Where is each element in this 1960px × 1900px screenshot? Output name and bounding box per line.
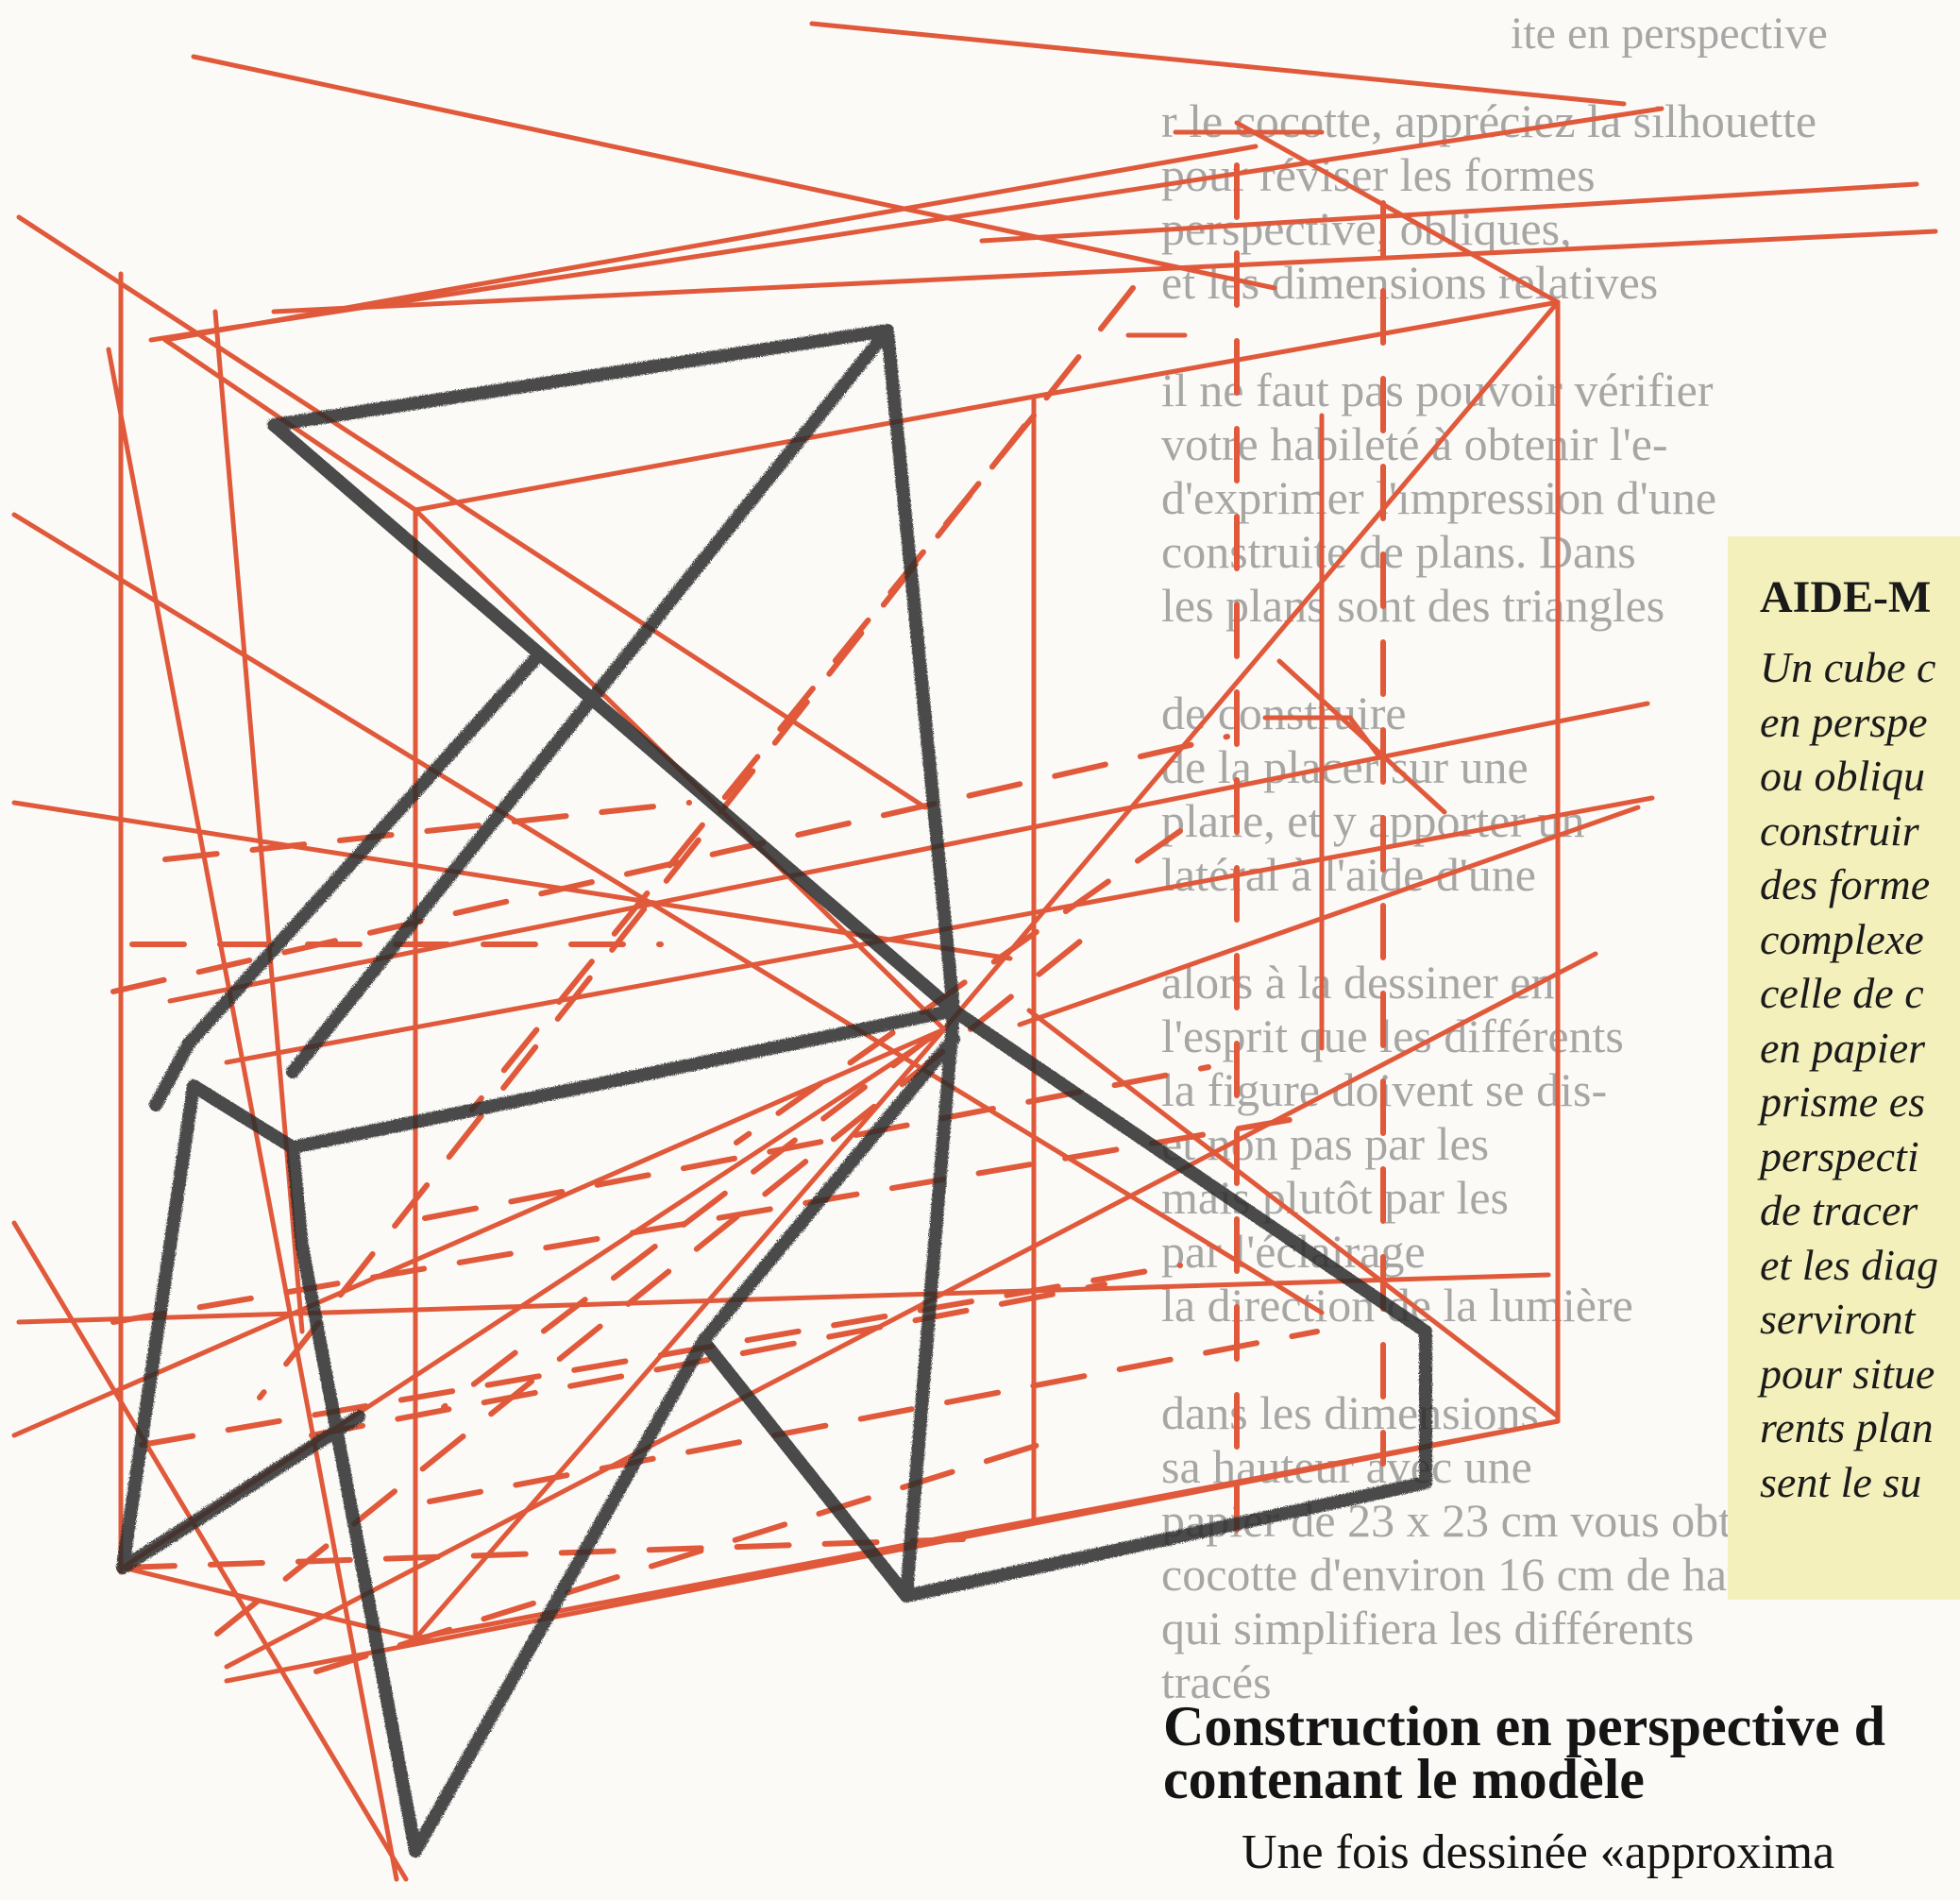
faint-body-line: tracés [1161,1655,1272,1708]
aide-memoire-line: Un cube c [1760,643,1936,691]
faint-body-line: les plans sont des triangles [1161,579,1665,632]
aide-memoire-line: et les diag [1760,1240,1939,1289]
model-edge [286,324,894,1078]
construction-line-dashed [214,923,1103,1637]
aide-memoire-line: pour situe [1760,1349,1935,1398]
construction-line [167,701,1650,1004]
construction-line [809,21,1627,107]
faint-body-line: cocotte d'environ 16 cm de haut, ce [1161,1548,1830,1601]
faint-body-line: qui simplifiera les différents [1161,1602,1695,1654]
construction-line-dashed [110,734,1230,994]
faint-page-fragment: ite en perspective [1511,8,1828,59]
faint-body-line: r le cocotte, appréciez la silhouette [1161,94,1817,147]
aide-memoire-title: AIDE-M [1760,572,1932,622]
construction-line [191,54,1277,291]
aide-memoire-line: construir [1760,806,1919,855]
aide-memoire-line: ou obliqu [1760,752,1926,800]
construction-line [11,1026,947,1438]
construction-line [1031,299,1561,399]
faint-body-line: d'exprimer l'impression d'une [1161,471,1717,524]
faint-body-line: et non pas par les [1161,1117,1490,1170]
faint-body-line: votre habileté à obtenir l'e- [1161,417,1668,470]
faint-body-line: latéral à l'aide d'une [1161,848,1536,901]
construction-line-dashed [257,285,1136,1400]
construction-line [413,394,1037,513]
construction-line [11,512,1325,1315]
construction-line [148,106,1664,343]
aide-memoire-line: en papier [1760,1023,1926,1072]
construction-line-dashed [427,1329,1320,1504]
construction-line-dashed [441,1031,938,1410]
body-text-start: Une fois dessinée «approxima [1242,1825,1835,1879]
construction-lines-solid [11,21,1938,1882]
faint-body-line: alors à la dessiner en [1161,956,1555,1009]
construction-line [271,229,1938,314]
model-edge [409,1032,960,1858]
construction-line [413,1026,947,1641]
aide-memoire-box [1728,536,1960,1600]
construction-line [106,347,399,1882]
aide-memoire-line: serviront [1760,1295,1916,1343]
aide-memoire-line: perspecti [1760,1131,1919,1180]
construction-line [1347,715,1381,758]
faint-body-line: plane, et y apporter un [1161,794,1585,847]
construction-line [16,214,928,810]
aide-memoire-line: des forme [1760,860,1931,908]
model-edge [697,1325,1432,1603]
section-heading-line: contenant le modèle [1163,1748,1645,1810]
construction-line [1026,1008,1561,1419]
construction-line-dashed [120,1536,966,1570]
aide-memoire-line: complexe [1760,914,1924,963]
construction-line [1234,120,1561,305]
aide-memoire-line: en perspe [1760,697,1928,746]
aide-memoire-line: celle de c [1760,969,1924,1017]
model-edge [286,1004,960,1603]
aide-memoire-line: de tracer [1760,1186,1918,1234]
construction-line-dashed [469,413,1037,1112]
model-edge [116,1079,200,1574]
construction-line-dashed [162,800,692,862]
construction-line-dashed [139,1263,1183,1448]
construction-line-dashed [734,828,1183,1145]
section-heading: Construction en perspective d contenant … [1163,1695,1885,1810]
construction-line-dashed [309,1281,1107,1438]
construction-line [1017,805,1641,1027]
construction-line [1031,1418,1561,1523]
faint-body-line: il ne faut pas pouvoir vérifier [1161,364,1714,416]
construction-line [16,1272,1551,1325]
aide-memoire-line: prisme es [1760,1077,1926,1126]
aide-memoire-line: sent le su [1760,1457,1922,1506]
faint-body-line: dans les dimensions [1161,1386,1539,1439]
construction-line [11,1220,409,1882]
aide-memoire-text: Un cube c en perspe ou obliqu construir … [1760,640,1938,1509]
construction-line [120,1565,418,1641]
aide-memoire-line: rents plan [1760,1403,1934,1451]
construction-line [979,181,1919,244]
construction-line [224,951,1598,1670]
pencil-model-strokes [116,324,1432,1858]
model-edge [187,1079,422,1858]
construction-line [162,144,1259,343]
model-edge [116,1410,365,1574]
faint-body-line: de construire [1161,687,1407,739]
section-heading-line: Construction en perspective d [1163,1695,1885,1757]
model-edge [149,654,540,1111]
